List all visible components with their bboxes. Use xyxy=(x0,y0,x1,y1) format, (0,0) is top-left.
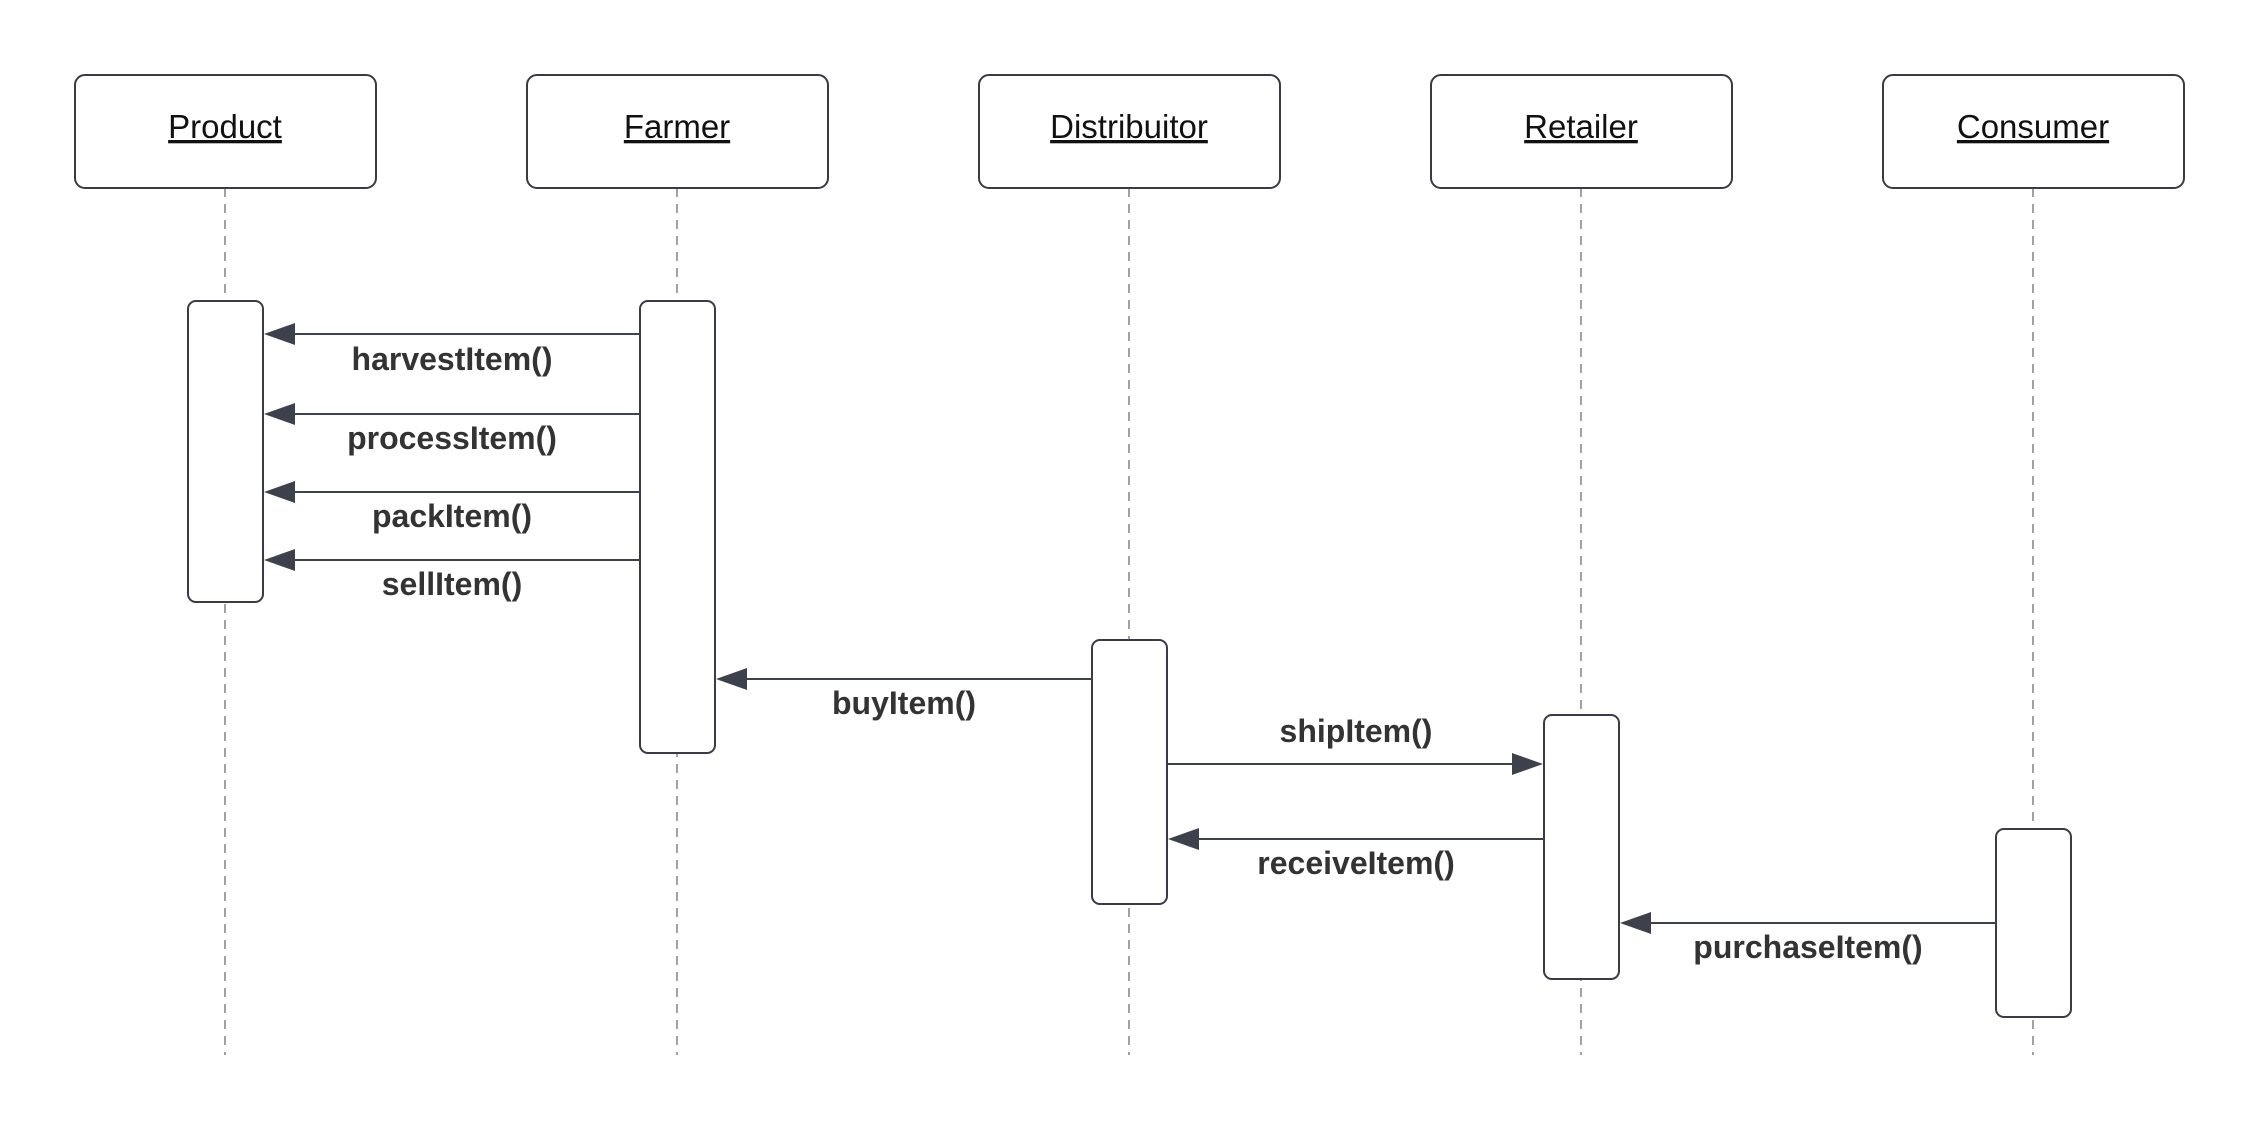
activation-product[interactable] xyxy=(187,300,264,603)
message-label: receiveItem() xyxy=(1257,845,1454,881)
message-process-item[interactable]: processItem() xyxy=(264,403,640,456)
message-buy-item[interactable]: buyItem() xyxy=(716,668,1092,721)
arrowhead-left-icon xyxy=(1620,912,1651,934)
actor-consumer[interactable]: Consumer xyxy=(1882,74,2185,189)
actor-label: Retailer xyxy=(1524,108,1638,145)
arrowhead-left-icon xyxy=(1168,828,1199,850)
actor-box xyxy=(526,74,829,189)
messages: harvestItem() processItem() packItem() s… xyxy=(264,323,1996,965)
message-label: shipItem() xyxy=(1280,713,1433,749)
message-pack-item[interactable]: packItem() xyxy=(264,481,640,534)
actor-label: Farmer xyxy=(624,108,730,145)
message-label: sellItem() xyxy=(382,566,522,602)
arrowhead-left-icon xyxy=(264,481,295,503)
arrowhead-left-icon xyxy=(264,403,295,425)
message-receive-item[interactable]: receiveItem() xyxy=(1168,828,1544,881)
actor-box xyxy=(1430,74,1733,189)
actor-box xyxy=(1882,74,2185,189)
actor-box xyxy=(74,74,377,189)
message-sell-item[interactable]: sellItem() xyxy=(264,549,640,602)
message-label: processItem() xyxy=(347,420,557,456)
arrowhead-right-icon xyxy=(1512,753,1543,775)
activations xyxy=(187,300,2072,1018)
message-ship-item[interactable]: shipItem() xyxy=(1168,713,1543,775)
activation-distributor[interactable] xyxy=(1091,639,1168,905)
lifelines xyxy=(224,188,2034,1055)
arrowhead-left-icon xyxy=(264,549,295,571)
message-label: packItem() xyxy=(372,498,532,534)
activation-farmer[interactable] xyxy=(639,300,716,754)
message-harvest-item[interactable]: harvestItem() xyxy=(264,323,640,377)
actor-retailer[interactable]: Retailer xyxy=(1430,74,1733,189)
message-label: harvestItem() xyxy=(352,341,553,377)
message-label: buyItem() xyxy=(832,685,976,721)
arrowhead-left-icon xyxy=(716,668,747,690)
actor-label: Product xyxy=(168,108,282,145)
message-label: purchaseItem() xyxy=(1693,929,1922,965)
actor-product[interactable]: Product xyxy=(74,74,377,189)
message-purchase-item[interactable]: purchaseItem() xyxy=(1620,912,1996,965)
arrowhead-left-icon xyxy=(264,323,295,345)
actor-box xyxy=(978,74,1281,189)
actor-distributor[interactable]: Distribuitor xyxy=(978,74,1281,189)
actors: Product Farmer Distribuitor Retailer Con… xyxy=(74,74,2185,189)
actor-label: Consumer xyxy=(1957,108,2109,145)
actor-label: Distribuitor xyxy=(1050,108,1208,145)
actor-farmer[interactable]: Farmer xyxy=(526,74,829,189)
activation-consumer[interactable] xyxy=(1995,828,2072,1018)
activation-retailer[interactable] xyxy=(1543,714,1620,980)
